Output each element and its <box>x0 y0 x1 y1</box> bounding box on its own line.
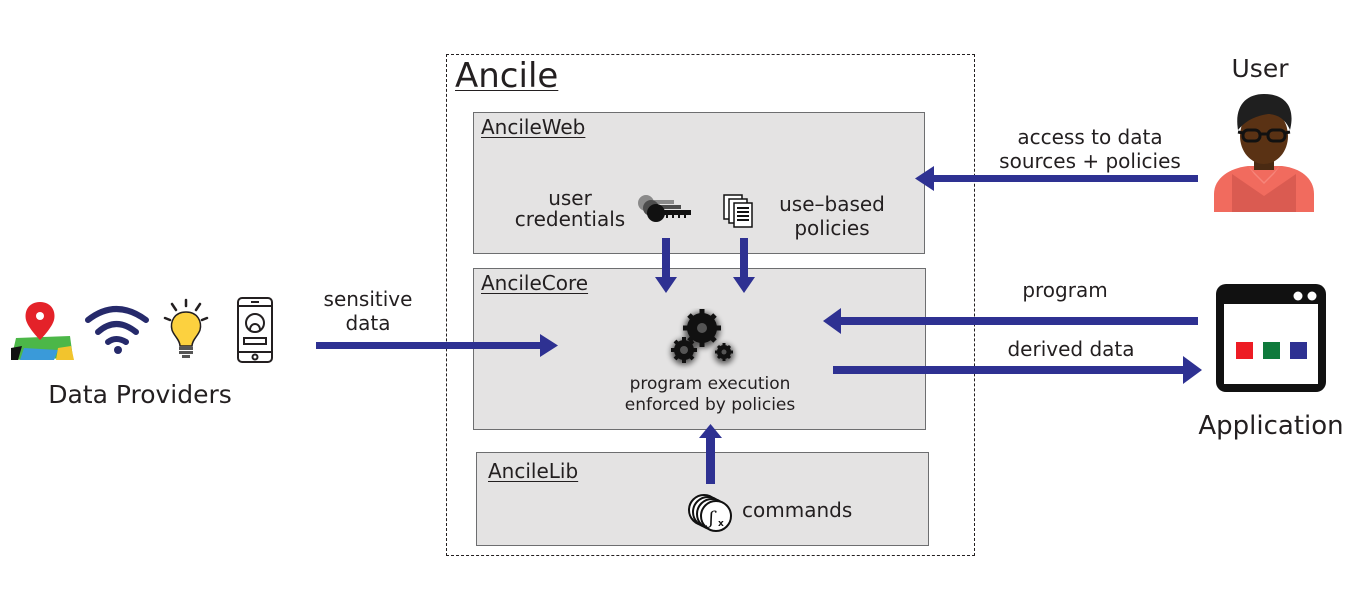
label-line: program execution <box>629 374 791 394</box>
label-line: sources + policies <box>999 149 1181 173</box>
blue-tile <box>1290 342 1307 359</box>
lightbulb-icon <box>163 298 209 358</box>
ancile-lib-title: AncileLib <box>488 459 579 483</box>
derived-data-arrow <box>833 356 1202 384</box>
access-arrow <box>915 166 1198 191</box>
credentials-down-arrow <box>655 238 677 293</box>
user-label: User <box>1231 54 1289 83</box>
policies-down-arrow <box>733 238 755 293</box>
map-pin-icon <box>11 302 74 360</box>
label-line: user <box>548 186 592 210</box>
label-line: enforced by policies <box>624 395 796 415</box>
user-credentials-label: user credentials <box>510 188 630 230</box>
ancile-web-module: AncileWeb <box>473 112 925 254</box>
derived-data-label: derived data <box>1007 337 1135 361</box>
label-line: use–based <box>779 192 885 216</box>
label-line: policies <box>794 216 870 240</box>
access-label: access to data sources + policies <box>985 125 1195 173</box>
label-line: data <box>345 311 391 335</box>
user-avatar-icon <box>1214 94 1314 212</box>
keys-icon <box>638 195 691 222</box>
svg-text:x: x <box>718 519 724 529</box>
wifi-icon <box>85 306 149 345</box>
commands-label: commands <box>742 498 853 522</box>
application-window-icon <box>1216 284 1326 392</box>
function-commands-icon: ʃ x <box>688 494 732 532</box>
program-arrow <box>823 308 1198 334</box>
gears-icon <box>671 309 734 365</box>
data-providers-label: Data Providers <box>48 380 232 409</box>
program-label: program <box>1022 278 1108 302</box>
program-execution-label: program execution enforced by policies <box>600 374 820 416</box>
sensitive-data-arrow <box>316 334 558 357</box>
commands-up-arrow <box>699 424 722 484</box>
application-label: Application <box>1198 411 1344 441</box>
data-provider-icons <box>11 297 273 363</box>
label-line: credentials <box>514 207 626 231</box>
ancile-web-title: AncileWeb <box>481 115 586 139</box>
ancile-frame <box>446 54 975 556</box>
label-line: sensitive <box>323 287 413 311</box>
red-tile <box>1236 342 1253 359</box>
policy-documents-icon <box>723 194 753 228</box>
ancile-core-title: AncileCore <box>481 271 589 295</box>
green-tile <box>1263 342 1280 359</box>
use-based-policies-label: use–based policies <box>772 192 892 240</box>
sensitive-data-label: sensitive data <box>308 287 428 335</box>
label-line: access to data <box>1017 125 1163 149</box>
smartphone-icon <box>237 297 273 363</box>
ancile-title: Ancile <box>455 56 559 96</box>
